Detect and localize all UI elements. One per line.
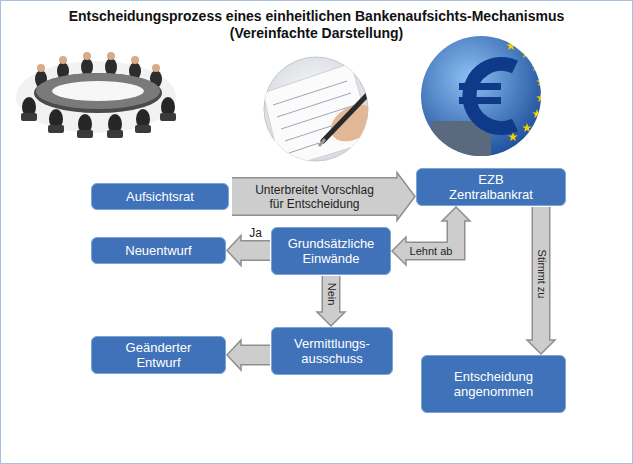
line bbox=[289, 143, 319, 153]
star bbox=[531, 62, 541, 71]
head bbox=[107, 52, 115, 60]
chair bbox=[160, 113, 176, 121]
connector-arrow bbox=[232, 173, 415, 221]
chair bbox=[21, 113, 37, 121]
box-text: Entscheidung angenommen bbox=[454, 369, 533, 399]
head bbox=[152, 64, 160, 72]
line bbox=[273, 81, 347, 105]
edge-label: Stimmt zu bbox=[535, 249, 548, 298]
box-text: EZB Zentralbankrat bbox=[449, 172, 533, 202]
title-line: Entscheidungsprozess eines einheitlichen… bbox=[1, 7, 632, 25]
table-hole bbox=[52, 81, 144, 101]
box-text: Vermittlungs- ausschuss bbox=[294, 336, 370, 366]
process-box: Neuentwurf bbox=[91, 237, 226, 264]
edge-label: Lehnt ab bbox=[410, 245, 453, 258]
edge-label: Ja bbox=[249, 226, 262, 239]
connector-arrow bbox=[527, 207, 555, 354]
arrow-body bbox=[533, 207, 549, 343]
process-box: EZB Zentralbankrat bbox=[416, 168, 566, 206]
star bbox=[508, 132, 518, 141]
process-box: Grundsätzliche Einwände bbox=[271, 227, 391, 275]
star bbox=[506, 41, 516, 50]
chair bbox=[135, 125, 151, 133]
chair bbox=[77, 130, 93, 138]
arrow-body bbox=[232, 179, 400, 215]
heads-back bbox=[37, 52, 160, 72]
people-front bbox=[22, 97, 175, 134]
edge-label: Unterbreitet Vorschlag für Entscheidung bbox=[247, 183, 382, 211]
chair bbox=[107, 130, 123, 138]
chairs bbox=[21, 113, 176, 138]
writing-illustration bbox=[263, 57, 382, 169]
chair bbox=[48, 125, 64, 133]
arrow-outline bbox=[232, 177, 398, 216]
table bbox=[34, 73, 162, 113]
head bbox=[131, 56, 139, 64]
head bbox=[59, 56, 67, 64]
box-text: Geänderter Entwurf bbox=[126, 340, 192, 370]
box-text: Aufsichtsrat bbox=[126, 189, 194, 204]
hand bbox=[324, 97, 382, 149]
head bbox=[37, 64, 45, 72]
star bbox=[522, 123, 532, 132]
star bbox=[532, 109, 542, 118]
pen bbox=[323, 89, 373, 141]
diagram-title: Entscheidungsprozess eines einheitlichen… bbox=[69, 8, 565, 24]
star bbox=[536, 93, 546, 102]
star bbox=[536, 77, 546, 86]
box-text: Grundsätzliche Einwände bbox=[288, 236, 375, 266]
process-box: Aufsichtsrat bbox=[91, 183, 229, 210]
euro-bar bbox=[459, 83, 501, 90]
photo-content bbox=[263, 63, 382, 169]
edge-label: Nein bbox=[325, 283, 338, 306]
connector-arrow bbox=[317, 276, 345, 326]
process-box: Vermittlungs- ausschuss bbox=[271, 327, 393, 375]
head bbox=[83, 52, 91, 60]
connector-arrow bbox=[227, 236, 270, 266]
star bbox=[521, 49, 531, 58]
floor-shadow bbox=[16, 61, 176, 133]
table-top bbox=[36, 73, 160, 109]
conference-illustration bbox=[16, 52, 176, 138]
box-text: Neuentwurf bbox=[125, 243, 191, 258]
euro-sculpture bbox=[431, 41, 546, 161]
ezb-illustration bbox=[421, 36, 546, 161]
euro-arc bbox=[469, 64, 515, 128]
process-box: Geänderter Entwurf bbox=[91, 336, 226, 374]
subtitle-line: (Vereinfachte Darstellung) bbox=[1, 24, 632, 42]
euro-bar bbox=[459, 97, 501, 104]
arrow-body bbox=[238, 346, 270, 364]
connector-arrow bbox=[392, 207, 470, 265]
arrow-body bbox=[323, 276, 339, 315]
arrow-body bbox=[238, 242, 270, 260]
pen-tip bbox=[319, 139, 325, 146]
process-box: Entscheidung angenommen bbox=[421, 355, 566, 413]
connector-arrow bbox=[227, 340, 270, 370]
subtitle: (Vereinfachte Darstellung) bbox=[230, 25, 404, 41]
